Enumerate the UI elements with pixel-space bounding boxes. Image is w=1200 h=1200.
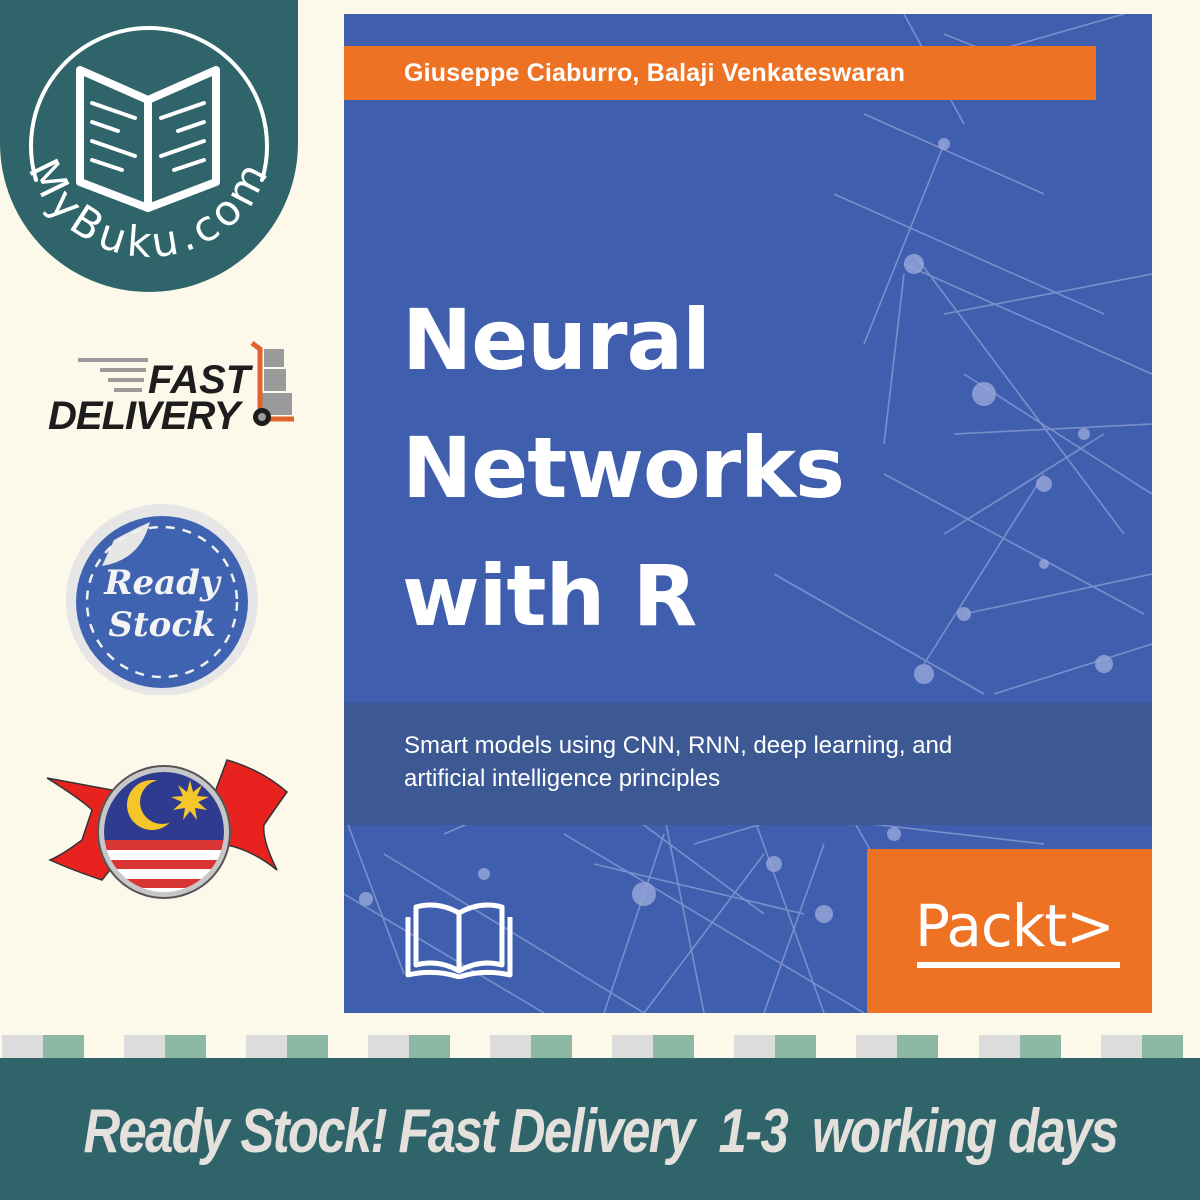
delivery-text: DELIVERY (48, 394, 244, 438)
ready-text: Ready (103, 563, 222, 603)
author-bar: Giuseppe Ciaburro, Balaji Venkateswaran (344, 46, 1096, 100)
subtitle-line-1: Smart models using CNN, RNN, deep learni… (404, 732, 953, 759)
stock-text: Stock (108, 605, 215, 645)
footer-banner-text: Ready Stock! Fast Delivery 1-3 working d… (83, 1096, 1118, 1166)
book-cover[interactable]: Giuseppe Ciaburro, Balaji Venkateswaran … (344, 14, 1152, 1013)
open-book-icon (76, 66, 220, 212)
publisher-underline (917, 962, 1120, 968)
hand-truck-icon (250, 341, 294, 426)
ready-stock-badge: Ready Stock (66, 504, 258, 695)
fast-delivery-badge: FAST DELIVERY (48, 341, 294, 438)
book-subtitle: Smart models using CNN, RNN, deep learni… (404, 729, 1044, 795)
fast-text: FAST (148, 358, 254, 402)
mybuku-logo[interactable]: MyBuku.com (0, 0, 298, 292)
malaysia-flag-icon (46, 759, 289, 899)
publisher-logo: Packt> (867, 849, 1152, 1013)
title-line-1: Neural (402, 291, 711, 389)
book-title: Neural Networks with R (402, 276, 1002, 660)
subtitle-band: Smart models using CNN, RNN, deep learni… (344, 703, 1152, 825)
title-line-3: with R (402, 547, 697, 645)
neural-network-pattern (344, 14, 1152, 1013)
open-book-icon (405, 902, 513, 979)
footer-banner: Ready Stock! Fast Delivery 1-3 working d… (0, 1058, 1200, 1200)
book-authors: Giuseppe Ciaburro, Balaji Venkateswaran (404, 58, 906, 87)
publisher-name: Packt> (915, 892, 1115, 960)
title-line-2: Networks (402, 419, 845, 517)
subtitle-line-2: artificial intelligence principles (404, 765, 721, 792)
decorative-stripe (0, 1035, 1200, 1058)
